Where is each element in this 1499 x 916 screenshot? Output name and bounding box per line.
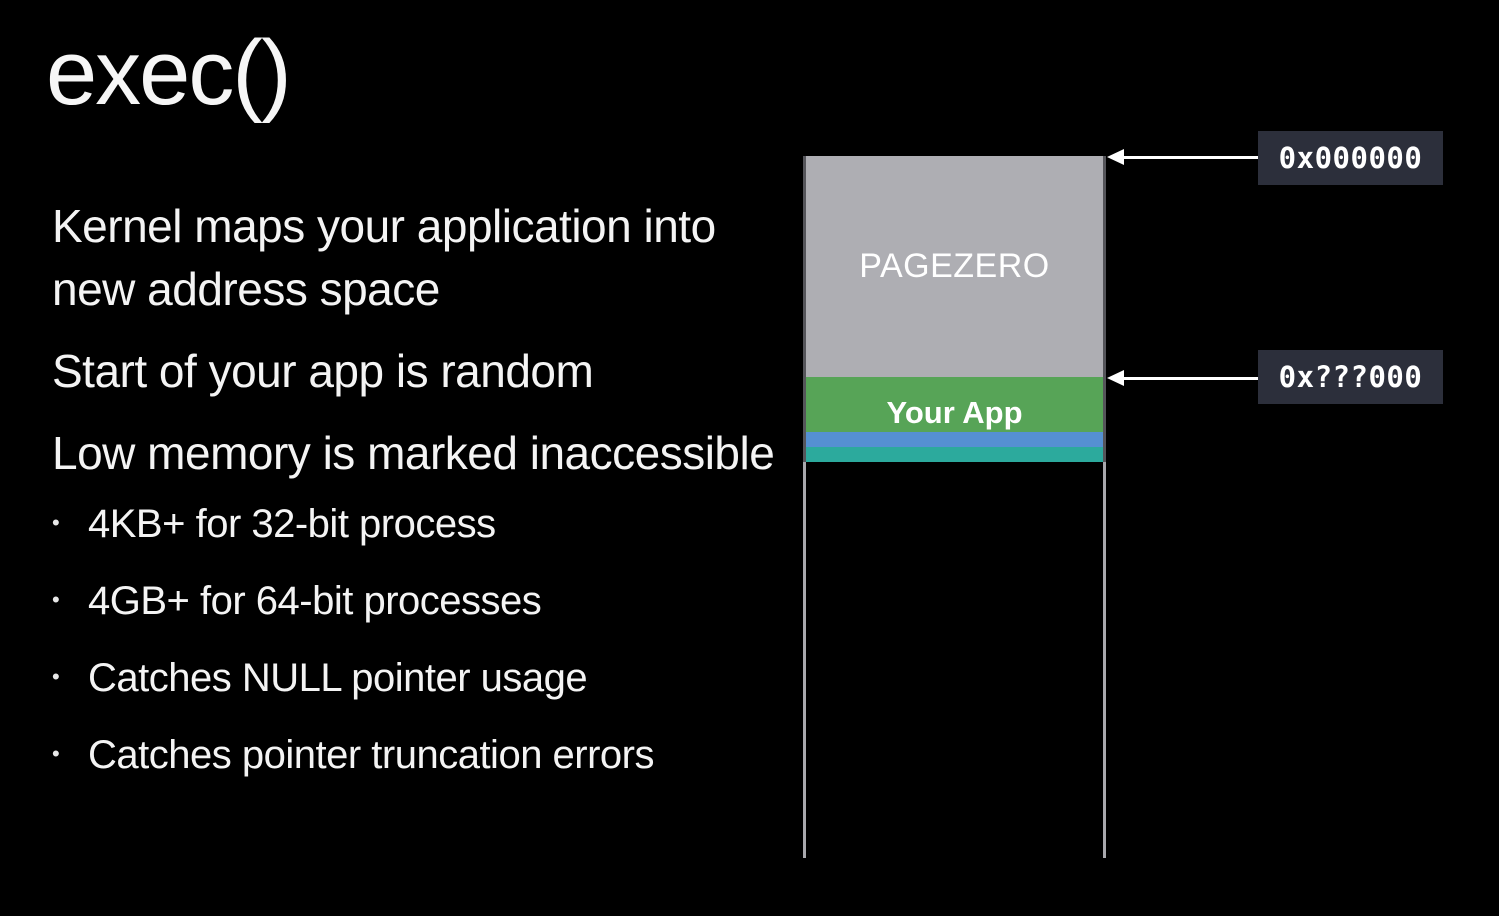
segment-pagezero-label: PAGEZERO [859, 247, 1050, 285]
address-text: 0x000000 [1278, 141, 1423, 175]
address-label-0x___000: 0x???000 [1258, 350, 1443, 404]
list-item: • 4GB+ for 64-bit processes [52, 576, 654, 626]
list-item: • Catches NULL pointer usage [52, 653, 654, 703]
memory-segments: PAGEZERO Your App [803, 156, 1106, 462]
paragraph-low-memory: Low memory is marked inaccessible [52, 422, 775, 485]
arrow-left-icon [1107, 370, 1124, 386]
page-title: exec() [46, 22, 292, 124]
segment-teal-stripe [806, 447, 1103, 462]
arrow-shaft [1124, 376, 1258, 380]
list-item: • Catches pointer truncation errors [52, 730, 655, 780]
paragraph-line: Low memory is marked inaccessible [52, 427, 775, 479]
paragraph-line: new address space [52, 263, 440, 315]
memory-column-tail [803, 462, 1106, 858]
arrow-pagezero-start [1107, 149, 1258, 165]
segment-your-app-label: Your App [886, 395, 1023, 430]
bullet-text: 4GB+ for 64-bit processes [88, 579, 542, 623]
segment-your-app: Your App [806, 377, 1103, 432]
paragraph-start-random: Start of your app is random [52, 340, 594, 403]
arrow-left-icon [1107, 149, 1124, 165]
list-item: • 4KB+ for 32-bit process [52, 499, 654, 549]
bullet-icon: • [52, 510, 60, 535]
paragraph-line: Kernel maps your application into [52, 200, 716, 252]
segment-blue-stripe [806, 432, 1103, 447]
bullet-text: 4KB+ for 32-bit process [88, 502, 496, 546]
bullet-list: • 4KB+ for 32-bit process • 4GB+ for 64-… [52, 499, 655, 807]
segment-pagezero: PAGEZERO [806, 156, 1103, 377]
address-text: 0x???000 [1278, 360, 1423, 394]
bullet-icon: • [52, 741, 60, 766]
address-label-0x000000: 0x000000 [1258, 131, 1443, 185]
bullet-text: Catches pointer truncation errors [88, 733, 655, 777]
bullet-icon: • [52, 664, 60, 689]
bullet-text: Catches NULL pointer usage [88, 656, 588, 700]
arrow-shaft [1124, 155, 1258, 159]
paragraph-line: Start of your app is random [52, 345, 594, 397]
memory-map-diagram: PAGEZERO Your App [803, 156, 1106, 858]
bullet-icon: • [52, 587, 60, 612]
paragraph-kernel-maps: Kernel maps your application into new ad… [52, 195, 716, 321]
arrow-app-start [1107, 370, 1258, 386]
